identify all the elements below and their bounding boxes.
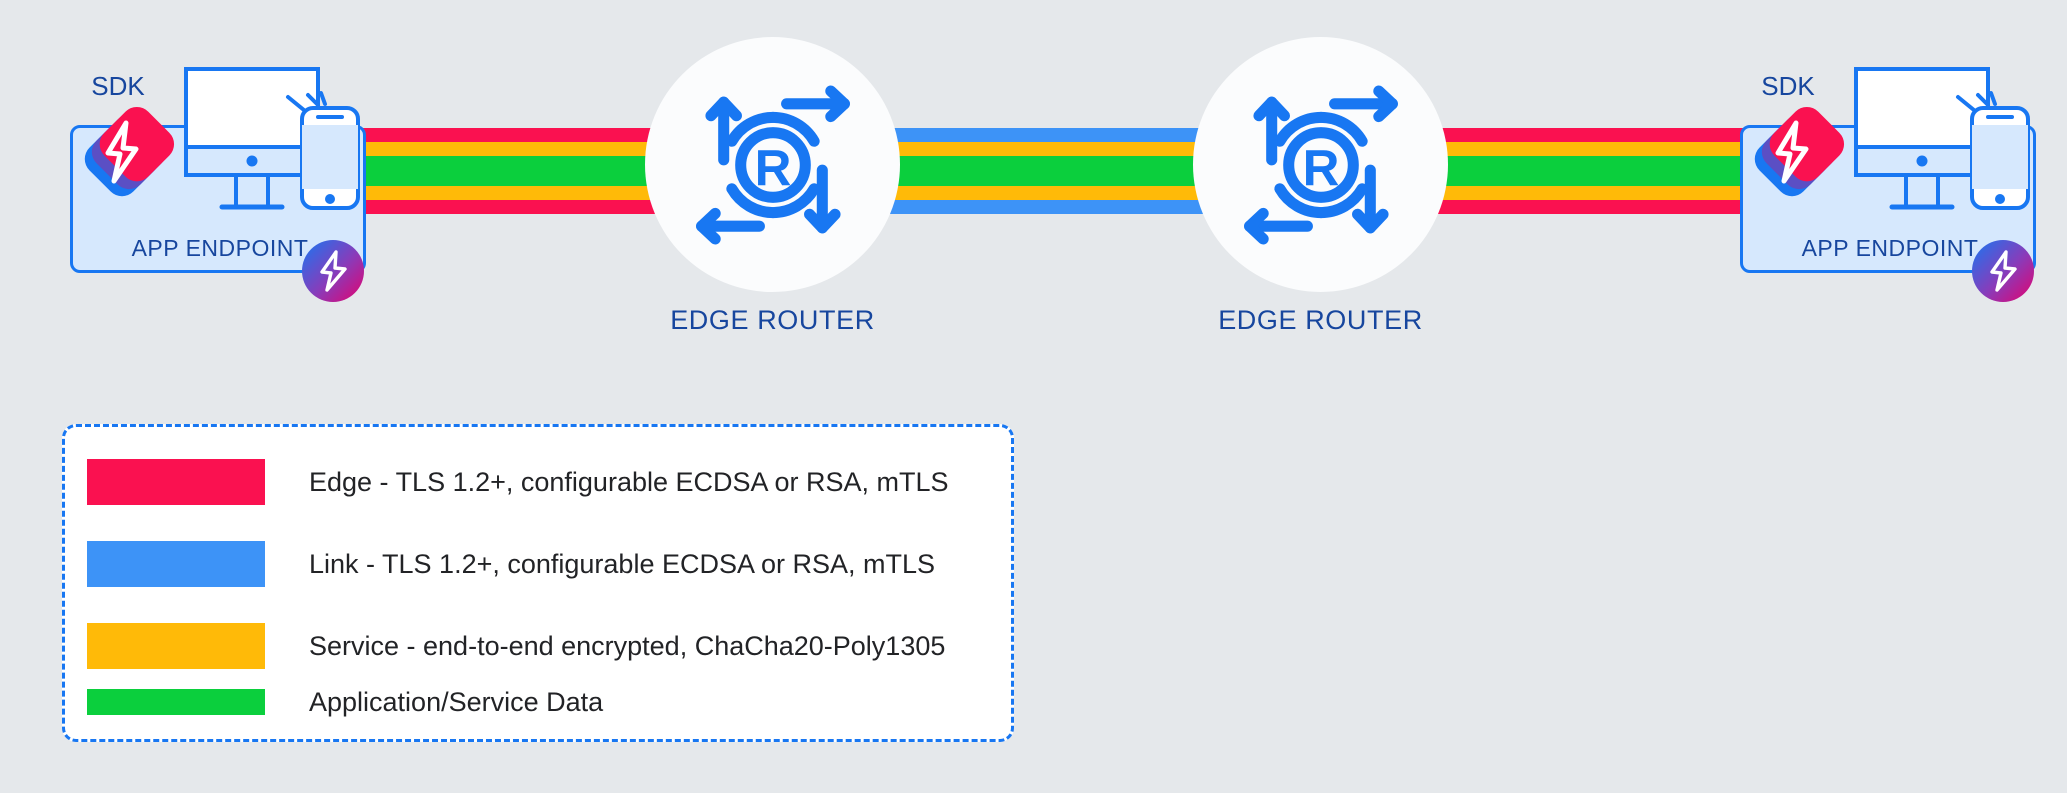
svg-text:R: R <box>755 139 792 196</box>
legend-label-edge: Edge - TLS 1.2+, configurable ECDSA or R… <box>309 466 949 497</box>
legend-item-edge: Edge - TLS 1.2+, configurable ECDSA or R… <box>87 459 949 505</box>
ziti-bolt-badge-icon <box>1972 240 2034 302</box>
band-right-edge-bot <box>1420 200 1750 214</box>
sdk-stack-icon <box>1754 106 1845 197</box>
app-endpoint-left-label: APP ENDPOINT <box>131 235 309 261</box>
legend-item-service: Service - end-to-end encrypted, ChaCha20… <box>87 623 945 669</box>
monitor-and-phone-icon <box>184 67 360 210</box>
band-link-top <box>860 128 1230 142</box>
app-endpoint-right-label: APP ENDPOINT <box>1801 235 1979 261</box>
band-right-data <box>1420 156 1750 186</box>
edge-router-icon: R <box>696 85 850 245</box>
legend-label-link: Link - TLS 1.2+, configurable ECDSA or R… <box>309 548 936 579</box>
legend-item-link: Link - TLS 1.2+, configurable ECDSA or R… <box>87 541 935 587</box>
legend-label-service: Service - end-to-end encrypted, ChaCha20… <box>309 630 946 661</box>
router-disc-background <box>645 37 900 292</box>
legend-swatch-link <box>87 541 265 587</box>
edge-router-1-label: EDGE ROUTER <box>670 305 875 335</box>
legend-label-data: Application/Service Data <box>309 686 604 717</box>
band-left-edge-bot <box>340 200 670 214</box>
legend-item-data: Application/Service Data <box>87 686 604 717</box>
sdk-stack-icon <box>84 106 175 197</box>
legend-swatch-service <box>87 623 265 669</box>
band-mid-service-top <box>860 142 1230 156</box>
band-mid-data <box>860 156 1230 186</box>
legend-swatch-data <box>87 689 265 715</box>
app-endpoint-left[interactable]: SDK APP ENDPOINT <box>70 55 370 302</box>
legend-panel: Edge - TLS 1.2+, configurable ECDSA or R… <box>62 424 1014 742</box>
band-right-service-bot <box>1420 186 1750 200</box>
sdk-label-right: SDK <box>1761 71 1815 101</box>
band-left-service-bot <box>340 186 670 200</box>
band-link-bot <box>860 200 1230 214</box>
app-endpoint-right[interactable]: SDK APP ENDPOINT <box>1740 55 2040 302</box>
edge-router-icon: R <box>1244 85 1398 245</box>
svg-text:R: R <box>1303 139 1340 196</box>
band-right-service-top <box>1420 142 1750 156</box>
band-left-edge-top <box>340 128 670 142</box>
band-left-data <box>340 156 670 186</box>
edge-router-2-label: EDGE ROUTER <box>1218 305 1423 335</box>
sdk-stack-wrapper: SDK <box>62 71 182 203</box>
band-mid-service-bot <box>860 186 1230 200</box>
legend-swatch-edge <box>87 459 265 505</box>
monitor-and-phone-icon <box>1854 67 2030 210</box>
sdk-label-left: SDK <box>91 71 145 101</box>
band-right-edge-top <box>1420 128 1750 142</box>
router-disc-background <box>1193 37 1448 292</box>
sdk-stack-wrapper: SDK <box>1732 71 1852 203</box>
ziti-bolt-badge-icon <box>302 240 364 302</box>
edge-router-2[interactable]: R EDGE ROUTER <box>1193 37 1448 335</box>
edge-router-1[interactable]: R EDGE ROUTER <box>645 37 900 335</box>
band-left-service-top <box>340 142 670 156</box>
